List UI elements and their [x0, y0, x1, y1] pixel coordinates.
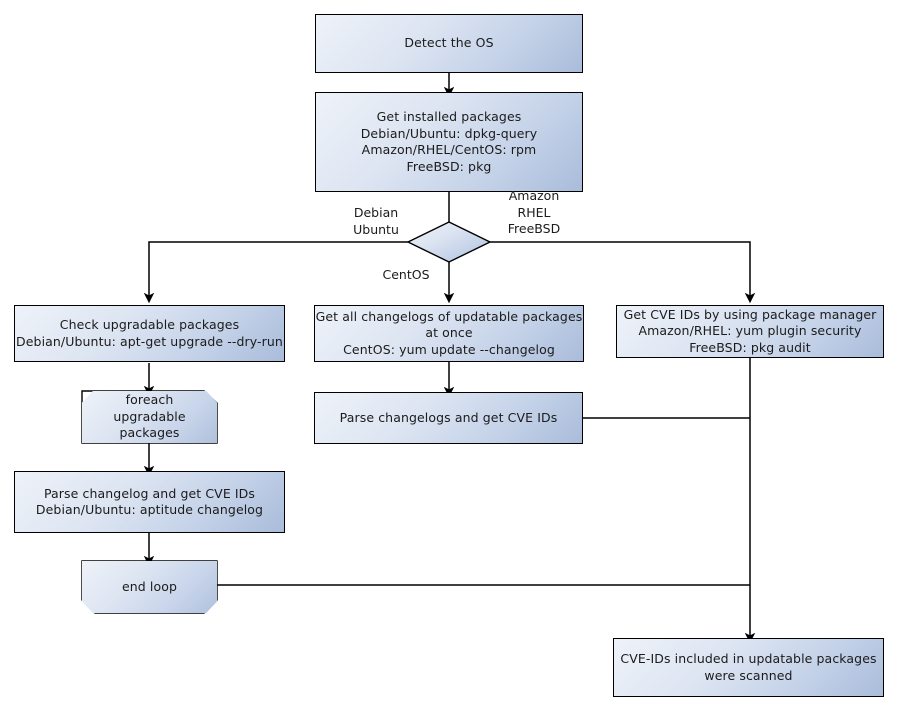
- node-detect-os-label: Detect the OS: [404, 35, 494, 51]
- node-get-all-changelogs-label: Get all changelogs of updatable packages…: [315, 308, 583, 357]
- node-scanned-result[interactable]: CVE-IDs included in updatable packages w…: [613, 638, 884, 697]
- node-end-loop-label: end loop: [121, 578, 178, 594]
- node-parse-changelog-single[interactable]: Parse changelog and get CVE IDs Debian/U…: [14, 471, 285, 533]
- node-get-all-changelogs[interactable]: Get all changelogs of updatable packages…: [314, 305, 584, 362]
- node-foreach-label: foreach upgradable packages: [113, 392, 186, 441]
- edge-label-debian-ubuntu: Debian Ubuntu: [353, 205, 399, 237]
- edge-decision-to-check-upgradable: [143, 241, 408, 304]
- node-foreach-upgradable-packages[interactable]: foreach upgradable packages: [82, 391, 217, 443]
- node-check-upgradable-packages[interactable]: Check upgradable packages Debian/Ubuntu:…: [14, 305, 285, 362]
- node-scanned-result-label: CVE-IDs included in updatable packages w…: [620, 651, 877, 683]
- node-end-loop[interactable]: end loop: [82, 561, 217, 613]
- edge-label-centos: CentOS: [382, 267, 430, 282]
- node-check-upgradable-packages-label: Check upgradable packages Debian/Ubuntu:…: [16, 317, 283, 349]
- decision-diamond[interactable]: [406, 221, 492, 263]
- node-detect-os[interactable]: Detect the OS: [315, 14, 583, 73]
- node-get-installed-packages[interactable]: Get installed packages Debian/Ubuntu: dp…: [315, 92, 583, 192]
- edge-decision-to-pkgmgr: [490, 241, 756, 304]
- node-parse-changelogs-get-cve-label: Parse changelogs and get CVE IDs: [339, 409, 558, 425]
- edge-label-amazon-rhel-freebsd: Amazon RHEL FreeBSD: [507, 188, 561, 236]
- node-parse-changelogs-get-cve[interactable]: Parse changelogs and get CVE IDs: [314, 392, 583, 444]
- node-get-cve-package-manager[interactable]: Get CVE IDs by using package manager Ama…: [616, 305, 884, 358]
- node-get-installed-packages-label: Get installed packages Debian/Ubuntu: dp…: [360, 109, 538, 174]
- node-parse-changelog-single-label: Parse changelog and get CVE IDs Debian/U…: [35, 485, 264, 518]
- node-get-cve-package-manager-label: Get CVE IDs by using package manager Ama…: [623, 306, 877, 355]
